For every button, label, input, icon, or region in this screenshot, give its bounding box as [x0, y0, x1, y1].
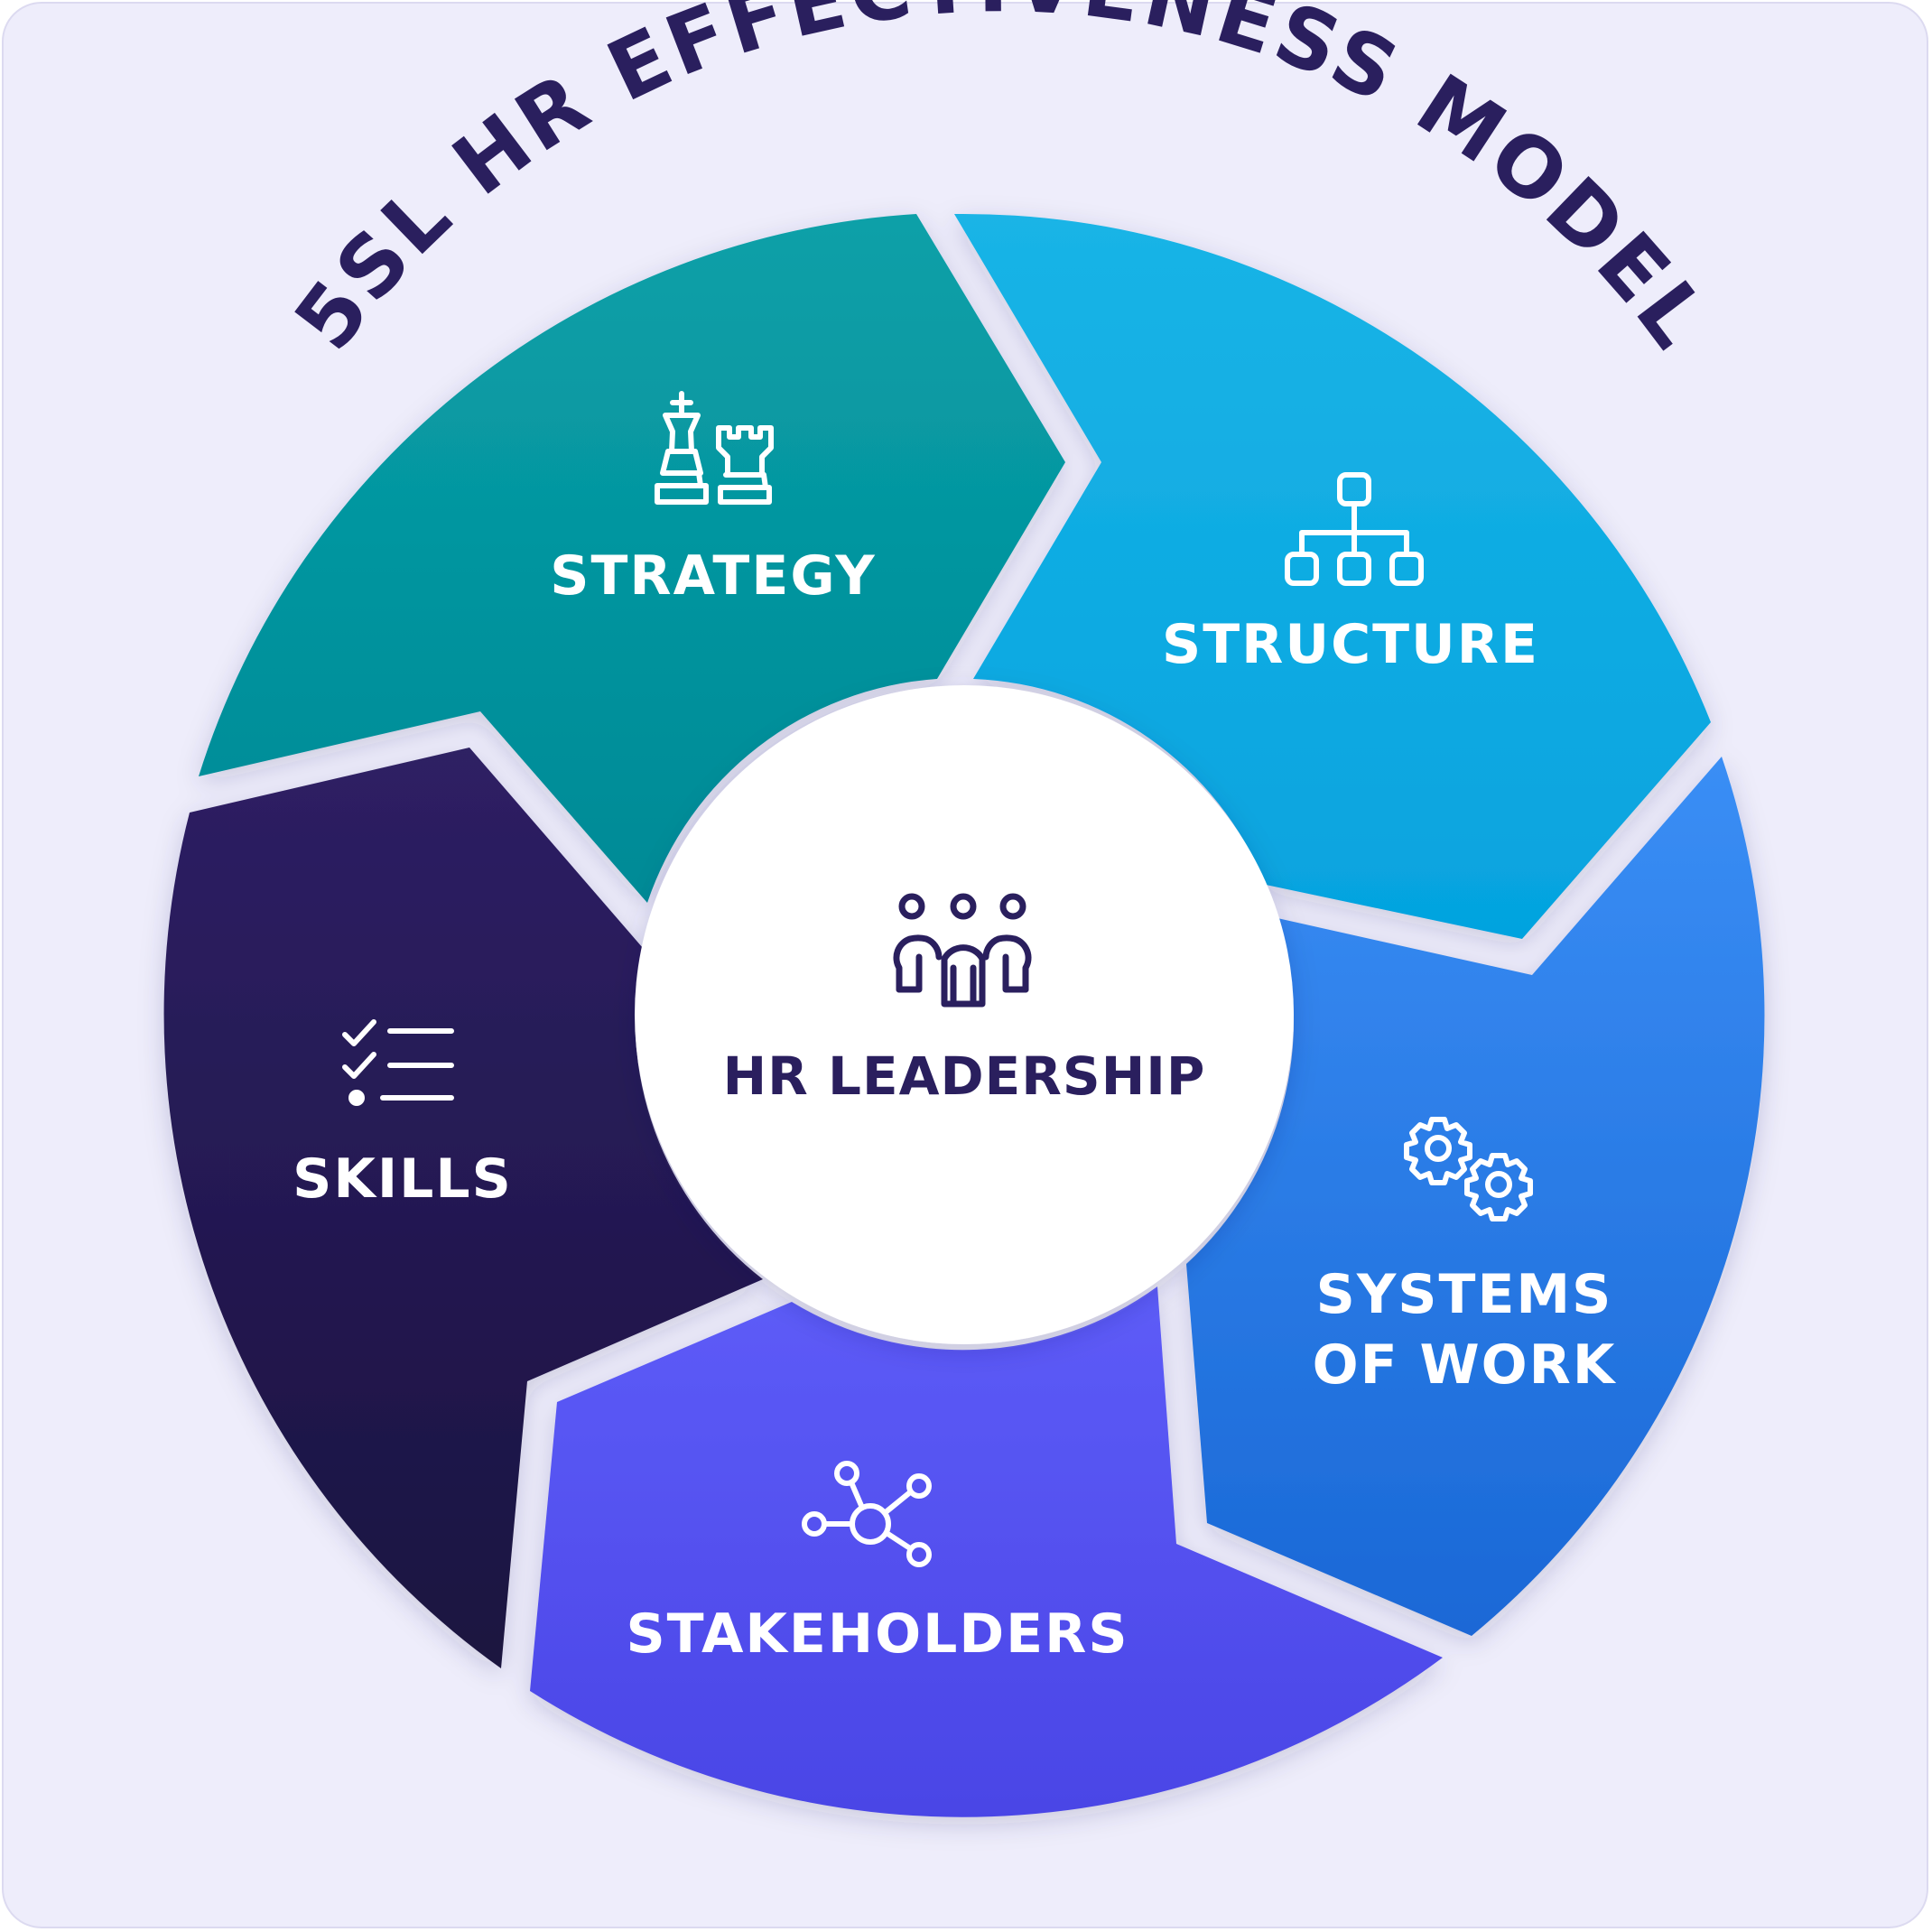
team-people-icon — [893, 893, 1032, 1008]
center-circle — [635, 685, 1294, 1344]
gears-icon — [1404, 1117, 1533, 1221]
center-label: HR LEADERSHIP — [723, 1045, 1206, 1107]
network-nodes-icon — [802, 1461, 932, 1567]
segment-structure-label: STRUCTURE — [1162, 613, 1539, 676]
segment-structure — [954, 213, 1711, 940]
segment-stakeholders-label: STAKEHOLDERS — [626, 1602, 1129, 1666]
segment-strategy-label: STRATEGY — [550, 544, 876, 608]
segment-skills-label: SKILLS — [293, 1147, 513, 1211]
org-chart-icon — [1285, 472, 1424, 586]
segment-systems-label-line2: OF WORK — [1313, 1333, 1617, 1397]
diagram-title: 5SL HR EFFECTIVENESS MODEL — [276, 0, 1728, 367]
chess-pieces-icon — [655, 391, 774, 505]
checklist-icon — [342, 1019, 454, 1106]
segment-stakeholders — [530, 1286, 1443, 1817]
segment-systems-label-line1: SYSTEMS — [1316, 1263, 1613, 1326]
segment-skills — [163, 748, 763, 1668]
segment-strategy — [199, 214, 1065, 903]
